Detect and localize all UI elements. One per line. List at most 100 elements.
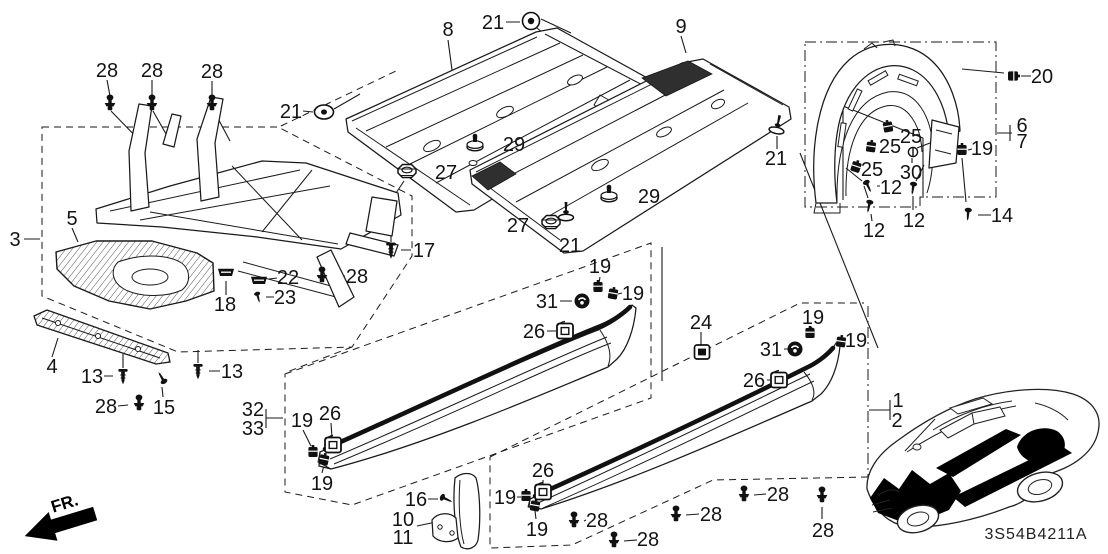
part5-center-blob xyxy=(112,255,189,296)
sill-left-top-band xyxy=(322,304,633,452)
vehicle-thumbnail xyxy=(866,388,1100,534)
callout-label-28-35: 28 xyxy=(95,396,117,418)
callout-label-16-53: 16 xyxy=(405,489,427,511)
part9-hole-3 xyxy=(710,98,726,110)
snap-clip-icon xyxy=(956,142,968,156)
square-grommet-icon xyxy=(534,481,552,501)
callout-label-32-37: 32 xyxy=(242,399,264,421)
callout-label-26-40: 26 xyxy=(319,403,341,425)
floor-under-cover-part9 xyxy=(468,58,792,254)
part9-ribs xyxy=(475,63,784,241)
callout-label-19-41: 19 xyxy=(311,473,333,495)
snap-clip-icon xyxy=(865,138,878,154)
part9-shaded-wedge xyxy=(641,60,713,97)
mud-guard-hole-1 xyxy=(437,524,443,530)
part4-hole-3 xyxy=(135,346,141,352)
callout-label-28-59: 28 xyxy=(586,510,608,532)
flat-clip-icon xyxy=(250,276,268,285)
callout-label-19-57: 19 xyxy=(494,487,516,509)
car-mirror xyxy=(912,443,922,451)
callout-label-21-24: 21 xyxy=(559,235,581,257)
side-sill-garnish-left xyxy=(317,304,637,470)
push-clip-icon xyxy=(816,486,828,503)
callout-fence-fender xyxy=(842,105,924,200)
mud-guard-flap-line xyxy=(458,479,465,545)
callout-label-15-36: 15 xyxy=(153,397,175,419)
callout-label-19-42: 19 xyxy=(589,256,611,278)
car-rear-wheel xyxy=(1016,471,1064,503)
callout-label-12-15: 12 xyxy=(880,177,902,199)
callout-label-13-33: 13 xyxy=(81,366,103,388)
car-side-window xyxy=(939,406,1006,439)
callout-label-28-63: 28 xyxy=(812,520,834,542)
mud-guard-hole-2 xyxy=(449,530,455,536)
small-screw-icon xyxy=(864,199,874,214)
callout-label-25-12: 25 xyxy=(879,136,901,158)
part9-hole-1 xyxy=(591,158,609,172)
assembly-lower-arm xyxy=(316,249,355,308)
snap-clip-icon xyxy=(881,118,894,134)
callout-label-26-50: 26 xyxy=(743,370,765,392)
callout-label-11-55: 11 xyxy=(393,527,414,549)
callout-label-33-38: 33 xyxy=(242,418,264,440)
callout-label-27-23: 27 xyxy=(507,215,529,237)
dashed-enclosures xyxy=(41,41,997,549)
liner-side-bracket-lines xyxy=(934,129,953,155)
callout-label-27-22: 27 xyxy=(435,162,457,184)
screw-head-icon xyxy=(907,146,919,158)
mud-guard-bracket xyxy=(431,513,459,543)
front-direction-arrow-icon xyxy=(24,506,98,541)
engine-under-cover-part5 xyxy=(55,240,215,310)
car-underbody-black-floor xyxy=(936,429,1021,477)
diagram-part-code: 3S54B4211A xyxy=(984,526,1087,543)
round-grommet-icon xyxy=(786,340,804,358)
sill-right-lines xyxy=(527,371,815,510)
callout-label-19-10: 19 xyxy=(971,138,993,160)
car-underbody-black-rear-arch xyxy=(1017,428,1065,464)
push-clip-icon xyxy=(104,94,116,111)
callout-label-20-7: 20 xyxy=(1031,66,1053,88)
callout-label-22-27: 22 xyxy=(277,267,299,289)
callout-label-28-60: 28 xyxy=(637,529,659,551)
part9-shaded-tip xyxy=(471,161,517,191)
callout-label-6-8: 6 xyxy=(1016,115,1027,137)
grommet-top-icon xyxy=(313,104,335,120)
small-screw-icon xyxy=(155,370,169,386)
callout-label-9-6: 9 xyxy=(675,16,686,38)
push-clip-icon xyxy=(670,505,682,522)
callout-label-19-43: 19 xyxy=(622,283,644,305)
assembly-lower-rails xyxy=(237,261,343,298)
assembly-right-leg xyxy=(365,196,398,237)
assembly-right-foot xyxy=(345,232,399,257)
fender-liner-part6-7 xyxy=(813,39,961,214)
callout-label-28-0: 28 xyxy=(96,60,118,82)
liner-bottom-lip xyxy=(813,202,841,214)
assembly-rail xyxy=(95,160,402,250)
liner-inner-arch-2 xyxy=(845,105,923,197)
enclosure-box-part1-2 xyxy=(489,302,869,549)
flange-nut-icon xyxy=(397,163,417,179)
callout-label-21-3: 21 xyxy=(280,101,302,123)
snap-clip-icon xyxy=(1007,70,1021,82)
flange-nut-icon xyxy=(541,214,561,230)
callout-label-12-17: 12 xyxy=(863,220,885,242)
long-reference-line xyxy=(799,152,879,349)
assembly-strap-small xyxy=(162,113,182,148)
callout-label-5-31: 5 xyxy=(66,208,77,230)
small-screw-icon xyxy=(438,493,454,506)
callout-label-4-32: 4 xyxy=(46,356,57,378)
door-clip-icon xyxy=(693,344,711,360)
flat-clip-icon xyxy=(217,268,235,277)
callout-label-28-2: 28 xyxy=(201,61,223,83)
round-grommet-icon xyxy=(573,292,591,310)
callout-label-23-28: 23 xyxy=(274,287,296,309)
square-grommet-icon xyxy=(324,434,342,454)
car-front-wheel xyxy=(896,504,940,534)
car-underbody-black-front xyxy=(870,470,961,521)
square-grommet-icon xyxy=(770,369,788,389)
assembly-strap-left xyxy=(128,103,153,212)
push-clip-icon xyxy=(738,485,750,502)
callout-label-18-29: 18 xyxy=(214,294,236,316)
callout-label-2-52: 2 xyxy=(891,410,902,432)
